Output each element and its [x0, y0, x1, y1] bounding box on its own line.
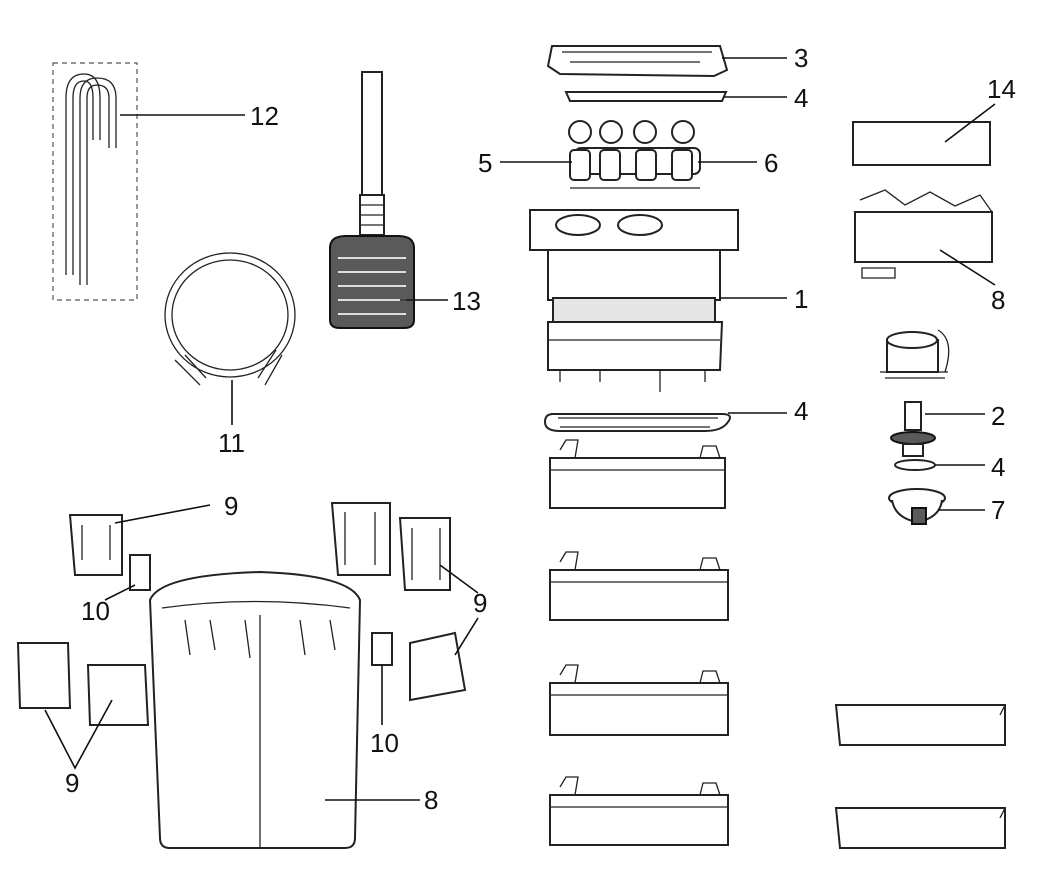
latch-left-part: [129, 554, 151, 591]
handle-left-1: [16, 642, 72, 709]
callout-9-right: 9: [473, 588, 488, 618]
callout-9-bottomleft: 9: [65, 768, 80, 798]
lid-part: [546, 45, 729, 78]
callout-6: 6: [764, 148, 779, 178]
gasket-top-part: [564, 91, 728, 102]
strainer-part: [329, 71, 415, 329]
sponge-lower-1: [834, 704, 1006, 746]
callout-8-right: 8: [991, 285, 1006, 315]
intake-pipes-part: [52, 62, 138, 301]
hose-part: [164, 252, 296, 386]
clips-top-right: [330, 502, 451, 591]
callout-14: 14: [987, 74, 1016, 104]
callout-9-topleft: 9: [224, 491, 239, 521]
callout-10-center: 10: [370, 728, 399, 758]
callout-4-mid: 4: [794, 396, 809, 426]
handle-right: [409, 631, 467, 702]
callout-11: 11: [218, 428, 245, 458]
callout-4-right: 4: [991, 452, 1006, 482]
pump-head-part: [529, 209, 739, 392]
media-basket-2: [549, 551, 729, 621]
o-ring-part: [894, 459, 936, 471]
handle-left-2: [86, 664, 150, 726]
callout-1: 1: [794, 284, 809, 314]
clip-top-left: [68, 514, 123, 576]
callout-4-top: 4: [794, 83, 809, 113]
gasket-mid-part: [543, 413, 731, 432]
media-tray-part: [854, 189, 993, 279]
leader-9-bottomleft: [44, 699, 113, 770]
canister-bucket-part: [148, 570, 362, 849]
leader-9-right: [439, 564, 479, 594]
callout-2: 2: [991, 401, 1006, 431]
impeller-part: [890, 401, 936, 457]
leader-9-right-b: [454, 617, 479, 656]
impeller-cover-part: [888, 488, 946, 525]
leader-14: [944, 103, 996, 143]
callout-3: 3: [794, 43, 809, 73]
sponge-part: [852, 121, 991, 166]
media-basket-4: [549, 776, 729, 846]
callout-10-left: 10: [81, 596, 110, 626]
leader-10-left: [104, 584, 136, 601]
latch-center-part: [371, 632, 393, 666]
leader-9-topleft: [114, 504, 211, 524]
sponge-lower-2: [834, 807, 1006, 849]
media-basket-3: [549, 664, 729, 736]
callout-13: 13: [452, 286, 481, 316]
callout-7: 7: [991, 495, 1006, 525]
valves-part: [568, 120, 701, 189]
leader-8-right: [939, 249, 996, 286]
media-basket-1: [549, 439, 726, 509]
motor-part: [880, 329, 950, 379]
callout-8-bucket: 8: [424, 785, 439, 815]
callout-12: 12: [250, 101, 279, 131]
callout-5: 5: [478, 148, 493, 178]
